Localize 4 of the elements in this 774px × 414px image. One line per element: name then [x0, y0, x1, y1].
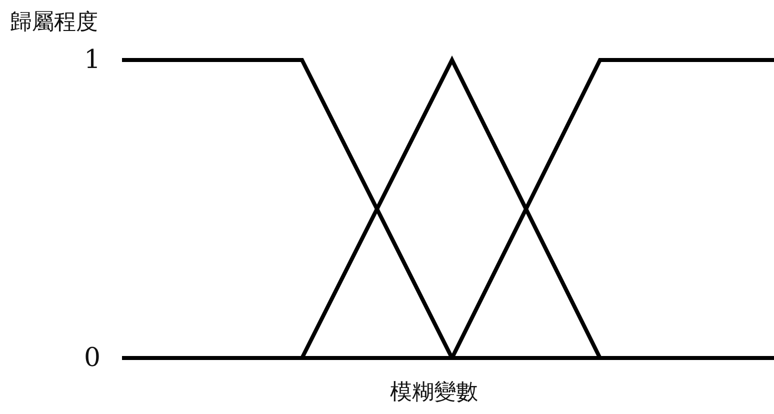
axis-title: 模糊變數 [390, 382, 478, 404]
axis-title: 歸屬程度 [10, 12, 98, 34]
tick-label: 1 [84, 47, 101, 73]
tick-label: 0 [84, 345, 101, 371]
